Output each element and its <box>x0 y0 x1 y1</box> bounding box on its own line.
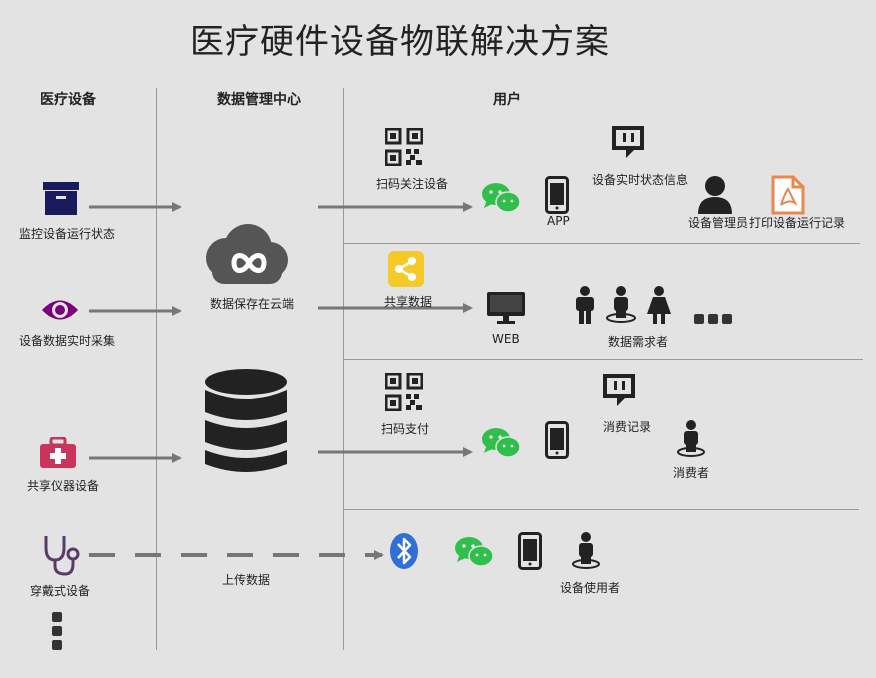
smartphone-icon-row3 <box>545 421 569 459</box>
app-label: APP <box>547 214 570 228</box>
share-label: 共享数据 <box>384 295 433 309</box>
message-icon <box>612 126 644 158</box>
equipment-box-icon <box>43 182 79 215</box>
woman-icon <box>647 286 671 324</box>
database-icon <box>205 369 287 472</box>
device-user-label: 设备使用者 <box>560 581 621 595</box>
column-header-users: 用户 <box>493 92 521 108</box>
more-vertical-icon <box>52 612 62 650</box>
man-icon <box>576 286 594 324</box>
more-horizontal-icon <box>694 314 732 324</box>
device-wearable-label: 穿戴式设备 <box>30 584 91 598</box>
bluetooth-icon <box>390 533 418 569</box>
medical-kit-icon <box>40 437 76 468</box>
admin-label: 设备管理员 <box>688 216 749 230</box>
message-icon-row3 <box>603 374 635 406</box>
column-header-data-center: 数据管理中心 <box>217 92 301 108</box>
status-info-label: 设备实时状态信息 <box>592 173 689 187</box>
divider-row-3 <box>343 509 859 510</box>
smartphone-icon-row4 <box>518 532 542 570</box>
record-label: 消费记录 <box>603 420 652 434</box>
eye-icon <box>42 300 78 320</box>
qr-code-icon <box>385 128 423 166</box>
row1-scan-label: 扫码关注设备 <box>376 177 449 191</box>
divider-devices <box>156 88 157 650</box>
print-label: 打印设备运行记录 <box>749 216 846 230</box>
cloud-label: 数据保存在云端 <box>210 297 295 311</box>
consumer-label: 消费者 <box>673 466 710 480</box>
divider-row-2 <box>343 359 863 360</box>
divider-center <box>343 88 344 650</box>
monitor-icon <box>487 292 525 324</box>
wechat-icon-row4 <box>455 537 494 567</box>
web-label: WEB <box>492 332 520 346</box>
qr-code-pay-icon <box>385 373 423 411</box>
scan-pay-label: 扫码支付 <box>381 422 430 436</box>
divider-row-1 <box>343 243 860 244</box>
consumer-icon <box>677 420 705 457</box>
device-collect-label: 设备数据实时采集 <box>19 334 116 348</box>
device-shared-label: 共享仪器设备 <box>27 479 100 493</box>
pdf-file-icon <box>771 175 805 215</box>
share-icon <box>388 251 424 287</box>
stethoscope-icon <box>44 536 80 576</box>
wechat-icon-row3 <box>482 428 521 458</box>
wechat-icon <box>482 183 521 213</box>
cloud-icon <box>206 224 288 284</box>
device-monitor-label: 监控设备运行状态 <box>19 227 116 241</box>
admin-user-icon <box>698 176 732 214</box>
page-title: 医疗硬件设备物联解决方案 <box>190 22 610 62</box>
smartphone-icon <box>545 176 569 214</box>
device-user-icon <box>572 532 600 569</box>
column-header-devices: 医疗设备 <box>40 92 96 108</box>
upload-label: 上传数据 <box>222 573 271 587</box>
demanders-label: 数据需求者 <box>608 335 669 349</box>
person-pin-icon <box>606 286 636 323</box>
